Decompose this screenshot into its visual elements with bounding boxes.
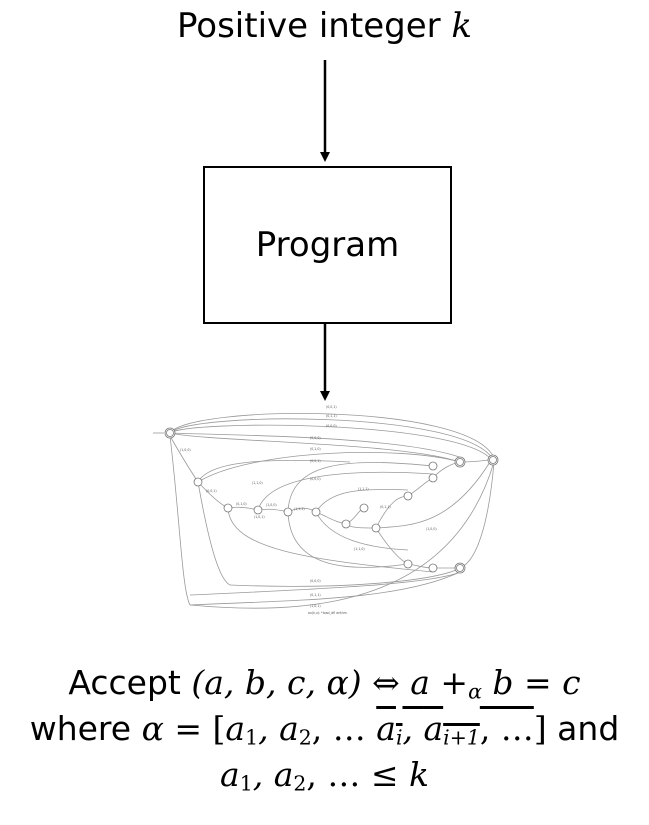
title-text: Positive integer [176, 6, 452, 46]
edge-label: (0,0,0) [326, 424, 337, 428]
edge-label: (1,1,0) [354, 547, 365, 551]
edge-label: (1,0,0) [180, 448, 191, 452]
caption-a1-sub: 1 [245, 725, 259, 750]
edge-label: (0,0,1) [326, 405, 337, 409]
edge-label: (1,0,0) [426, 527, 437, 531]
caption-line-2: where α = [a1, a2, … ai, ai+1, …] and [0, 706, 649, 761]
caption-ai1-sub: i+1 [443, 725, 480, 750]
caption-rhs: b = c [481, 663, 581, 702]
edge-label: (0,1,1) [380, 505, 391, 509]
caption-line-3: a1, a2, … ≤ k [0, 752, 649, 807]
caption-ai: a [376, 709, 396, 748]
automaton-diagram: (0,0,1) (0,1,1) (0,0,0) (0,0,0) (0,1,0) … [153, 405, 499, 615]
automaton-edge-labels: (0,0,1) (0,1,1) (0,0,0) (0,0,0) (0,1,0) … [180, 405, 437, 615]
edge-label: (0,1,1) [310, 593, 321, 597]
caption-iff: ⇔ [361, 663, 411, 702]
caption-sep: , [252, 755, 274, 794]
edge-label: (1,1,0) [252, 481, 263, 485]
input-title: Positive integer k [0, 6, 649, 46]
caption-dots: , … [311, 709, 377, 748]
edge-label: (0,1,0) [236, 502, 247, 506]
automaton-states [164, 427, 499, 574]
edge-label: (1,1,1) [294, 507, 305, 511]
caption-dots: , … [479, 709, 534, 748]
caption-a2-sub: 2 [298, 725, 312, 750]
edge-label: (0,1,0) [310, 447, 321, 451]
program-label: Program [255, 225, 400, 265]
caption-line-1: Accept (a, b, c, α) ⇔ a +α b = c [0, 660, 649, 715]
caption-ai1: a [423, 709, 444, 748]
edge-label: (1,0,1) [310, 604, 321, 608]
edge-label: (0,0,1) [310, 459, 321, 463]
edge-label: (1,0,1) [254, 515, 265, 519]
caption-plus: + [429, 663, 469, 702]
edge-label: (0,1,1) [326, 414, 337, 418]
edge-label: (0,0,0) [310, 477, 321, 481]
caption-tuple: (a, b, c, α) [191, 663, 362, 702]
caption-sep: , [258, 709, 280, 748]
caption-eq: = [ [163, 709, 226, 748]
caption-a1: a [220, 755, 240, 794]
caption-a2: a [273, 755, 294, 794]
edge-label: (0,0,0) [310, 579, 321, 583]
caption-ai-sub: i [395, 725, 403, 750]
automaton-edges [153, 413, 495, 609]
edge-label: (1,1,1) [358, 487, 369, 491]
caption-where: where [29, 709, 142, 748]
caption-k: k [409, 755, 429, 794]
caption-a1-sub: 1 [239, 771, 253, 796]
edge-label: (0,0,0) [310, 436, 321, 440]
caption-a2: a [279, 709, 299, 748]
title-variable-k: k [451, 6, 473, 46]
caption-alpha: α [141, 709, 164, 748]
caption-accept: Accept [68, 663, 181, 702]
caption-leq: , … ≤ [306, 755, 409, 794]
caption-plus-sub: α [468, 679, 482, 704]
caption-a: a [410, 663, 430, 702]
edge-label: (1,0,0) [266, 503, 277, 507]
caption-close-bracket: ] [533, 709, 547, 748]
caption-a1: a [225, 709, 246, 748]
program-box: Program [203, 166, 452, 324]
caption-a2-sub: 2 [293, 771, 307, 796]
caption-sep: , [402, 709, 424, 748]
caption-and: and [546, 709, 620, 748]
caption-repeating-part: ai, ai+1, … [376, 709, 534, 750]
automaton-footer: ax(k,x): *load_dfl arithm [308, 611, 347, 615]
edge-label: (0,0,1) [206, 489, 217, 493]
